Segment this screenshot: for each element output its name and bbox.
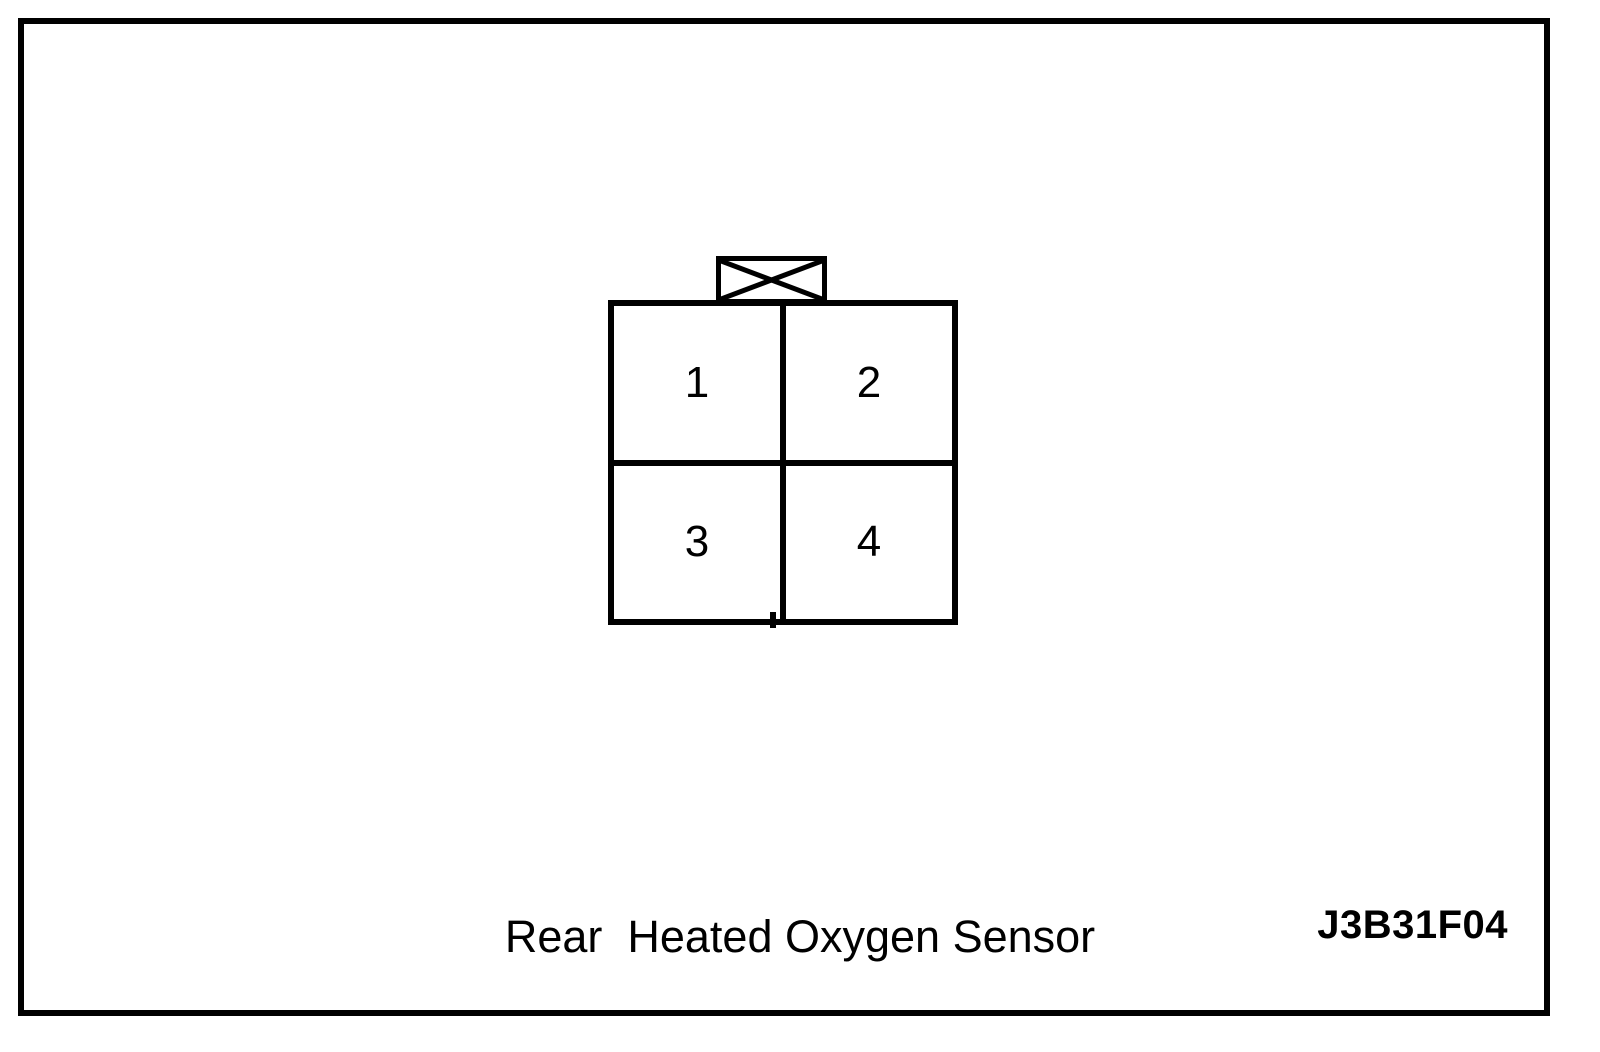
- terminal-number-3: 3: [684, 517, 710, 567]
- figure-border: [18, 18, 1550, 1016]
- center-divider-extension: [770, 612, 776, 628]
- terminal-cavity-4: 4: [783, 462, 952, 619]
- locking-tab-x-icon: [716, 256, 827, 304]
- caption-line-1: Rear Heated Oxygen Sensor: [504, 911, 1096, 962]
- terminal-cavity-3: 3: [614, 462, 783, 619]
- x-cross-icon: [721, 261, 822, 299]
- figure-caption: Rear Heated Oxygen Sensor (HO2S2) Connec…: [0, 762, 1600, 1052]
- connector-diagram: 1 2 3 4: [605, 252, 965, 637]
- terminal-number-2: 2: [856, 357, 882, 407]
- connector-body: 1 2 3 4: [608, 300, 958, 625]
- terminal-cavity-1: 1: [614, 306, 783, 463]
- terminal-number-4: 4: [856, 517, 882, 567]
- terminal-cavity-2: 2: [783, 306, 952, 463]
- terminal-grid: 1 2 3 4: [614, 306, 952, 619]
- terminal-number-1: 1: [684, 357, 710, 407]
- figure-reference-code: J3B31F04: [1317, 903, 1508, 947]
